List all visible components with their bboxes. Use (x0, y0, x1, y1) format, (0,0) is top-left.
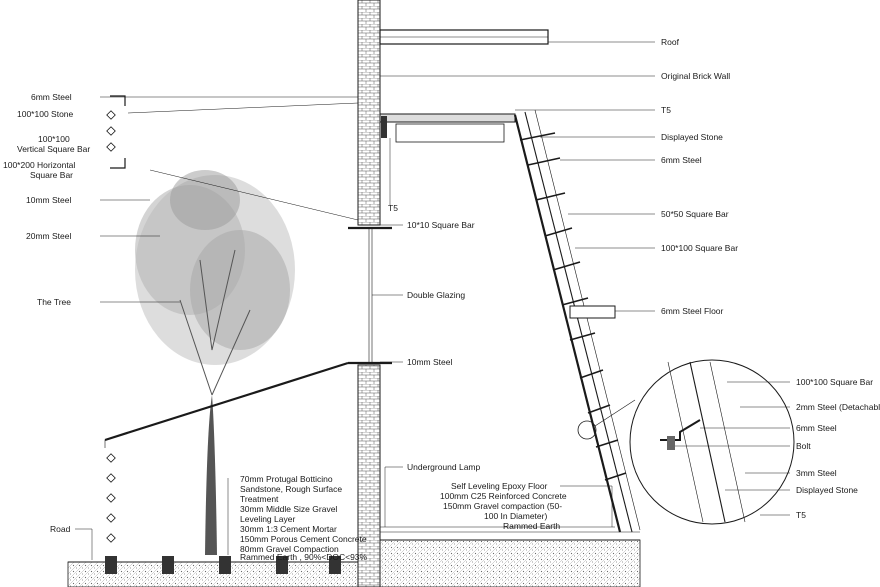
leader-lines (75, 41, 655, 560)
label-roof: Roof (661, 37, 680, 47)
label-t5-top: T5 (661, 105, 671, 115)
label-6mm-steel-floor: 6mm Steel Floor (661, 306, 724, 316)
label-detail-t5: T5 (796, 510, 806, 520)
floor-layer-1: 100mm C25 Reinforced Concrete (440, 491, 567, 501)
ground-layer-2: Treatment (240, 494, 279, 504)
label-road: Road (50, 524, 71, 534)
ground-layer-3: 30mm Middle Size Gravel (240, 504, 337, 514)
label-6mm-steel-right: 6mm Steel (661, 155, 702, 165)
label-detail-3mm-steel: 3mm Steel (796, 468, 837, 478)
ground-section (67, 526, 641, 587)
label-100-stone: 100*100 Stone (17, 109, 74, 119)
label-detail-6mm-steel: 6mm Steel (796, 423, 837, 433)
ground-layer-labels: 70mm Protugal Botticino Sandstone, Rough… (240, 474, 368, 562)
label-the-tree: The Tree (37, 297, 71, 307)
label-detail-bolt: Bolt (796, 441, 811, 451)
original-brick-wall (348, 0, 392, 587)
floor-layer-labels: Self Leveling Epoxy Floor 100mm C25 Rein… (440, 481, 567, 531)
label-t5-center: T5 (388, 203, 398, 213)
ground-layer-6: 150mm Porous Cement Concrete (240, 534, 367, 544)
left-bracket (106, 95, 126, 169)
label-10mm-steel-left: 10mm Steel (26, 195, 71, 205)
label-10mm-steel-center: 10mm Steel (407, 357, 452, 367)
label-50-square-bar: 50*50 Square Bar (661, 209, 729, 219)
label-double-glazing: Double Glazing (407, 290, 465, 300)
canopy-steel (104, 361, 349, 448)
label-detail-square-bar: 100*100 Square Bar (796, 377, 873, 387)
ground-layer-0: 70mm Protugal Botticino (240, 474, 333, 484)
ground-layer-7: 80mm Gravel Compaction (240, 544, 339, 554)
ground-layer-8: Rammed Earth , 90%<DOC<93% (240, 552, 368, 562)
label-horizontal-bar-2: Square Bar (30, 170, 73, 180)
label-underground-lamp: Underground Lamp (407, 462, 481, 472)
label-6mm-steel-left: 6mm Steel (31, 92, 72, 102)
label-vertical-bar-1: 100*100 (38, 134, 70, 144)
label-detail-displayed-stone: Displayed Stone (796, 485, 858, 495)
tree (135, 170, 295, 555)
inclined-facade (513, 109, 641, 533)
floor-layer-4: Rammed Earth (503, 521, 560, 531)
ground-layer-1: Sandstone, Rough Surface (240, 484, 342, 494)
ground-layer-5: 30mm 1:3 Cement Mortar (240, 524, 337, 534)
label-vertical-bar-2: Vertical Square Bar (17, 144, 90, 154)
label-100-square-bar: 100*100 Square Bar (661, 243, 738, 253)
ceiling-t5-box (379, 113, 516, 143)
floor-layer-3: 100 In Diameter) (484, 511, 547, 521)
roof-slab (379, 29, 549, 45)
label-20mm-steel: 20mm Steel (26, 231, 71, 241)
ground-layer-4: Leveling Layer (240, 514, 295, 524)
floor-layer-0: Self Leveling Epoxy Floor (451, 481, 548, 491)
label-10-square-bar: 10*10 Square Bar (407, 220, 475, 230)
detail-callout (577, 359, 795, 525)
label-original-brick-wall: Original Brick Wall (661, 71, 730, 81)
left-lower-stones (106, 453, 116, 543)
label-displayed-stone: Displayed Stone (661, 132, 723, 142)
label-horizontal-bar-1: 100*200 Horizontal (3, 160, 75, 170)
label-detail-detachable: 2mm Steel (Detachable) (796, 402, 880, 412)
floor-layer-2: 150mm Gravel compaction (50- (443, 501, 562, 511)
